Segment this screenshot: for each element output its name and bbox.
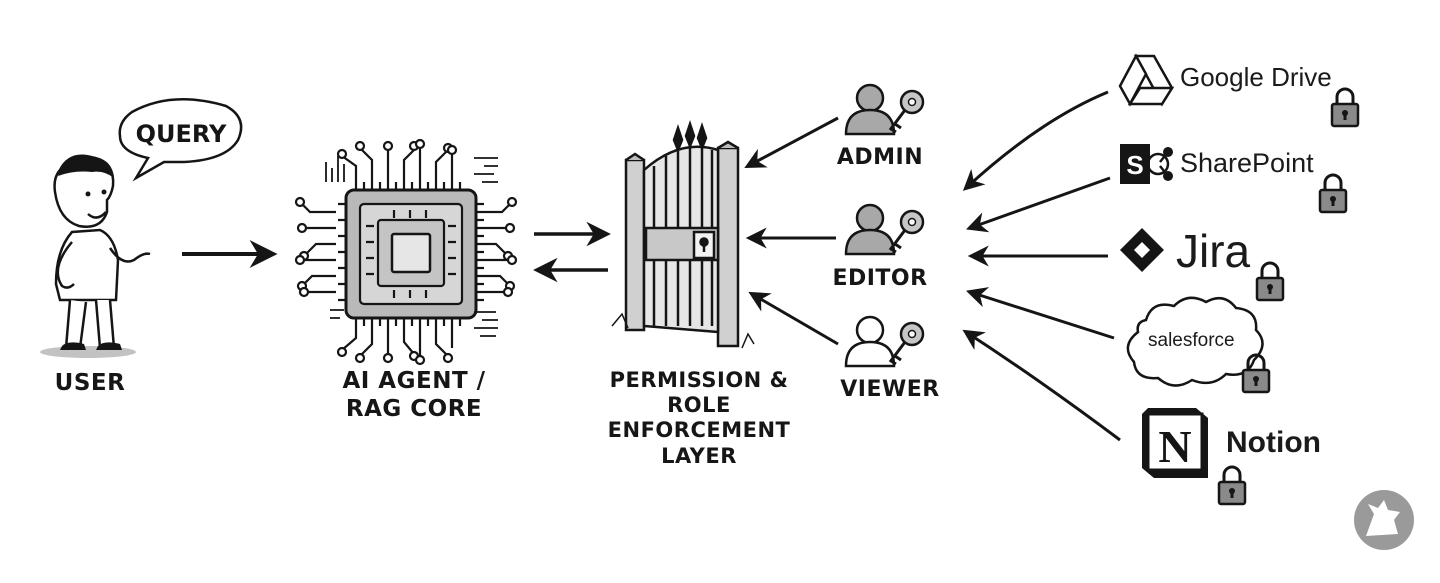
source-sharepoint-label: SharePoint [1180,148,1314,178]
sharepoint-lock-icon [1318,173,1348,214]
google-drive-lock-icon [1330,87,1360,128]
arrow-admin-to-gate [744,116,839,168]
sharepoint-icon: S [1120,144,1173,184]
salesforce-lock-icon [1241,353,1271,394]
role-viewer-icon [844,315,925,368]
role-admin-icon [844,83,925,136]
source-notion-label: Notion [1226,426,1321,459]
gate-icon [611,120,755,349]
user-figure [40,154,151,358]
role-admin-label: ADMIN [836,145,924,170]
jira-icon [1120,228,1164,272]
ai-core-label: AI AGENT / RAG CORE [342,368,486,422]
source-arrows [962,90,1121,442]
svg-text:N: N [1158,421,1191,472]
ai-chip-icon [294,138,518,366]
google-drive-icon [1118,53,1175,107]
svg-text:S: S [1126,150,1143,180]
role-editor-label: EDITOR [832,266,928,291]
notion-icon: N [1142,408,1208,478]
notion-lock-icon [1217,465,1247,506]
role-editor-icon [844,203,925,256]
wolf-logo-watermark [1354,490,1414,550]
arrow-viewer-to-gate [748,291,839,346]
query-text: QUERY [136,120,227,148]
source-google-drive-label: Google Drive [1180,62,1332,92]
query-speech-bubble: QUERY [118,98,243,182]
source-jira-label: Jira [1176,225,1251,277]
user-label: USER [54,370,126,396]
jira-lock-icon [1255,261,1285,302]
source-salesforce-label: salesforce [1148,330,1235,351]
gate-label: PERMISSION & ROLE ENFORCEMENT LAYER [607,368,791,468]
role-viewer-label: VIEWER [840,377,940,402]
